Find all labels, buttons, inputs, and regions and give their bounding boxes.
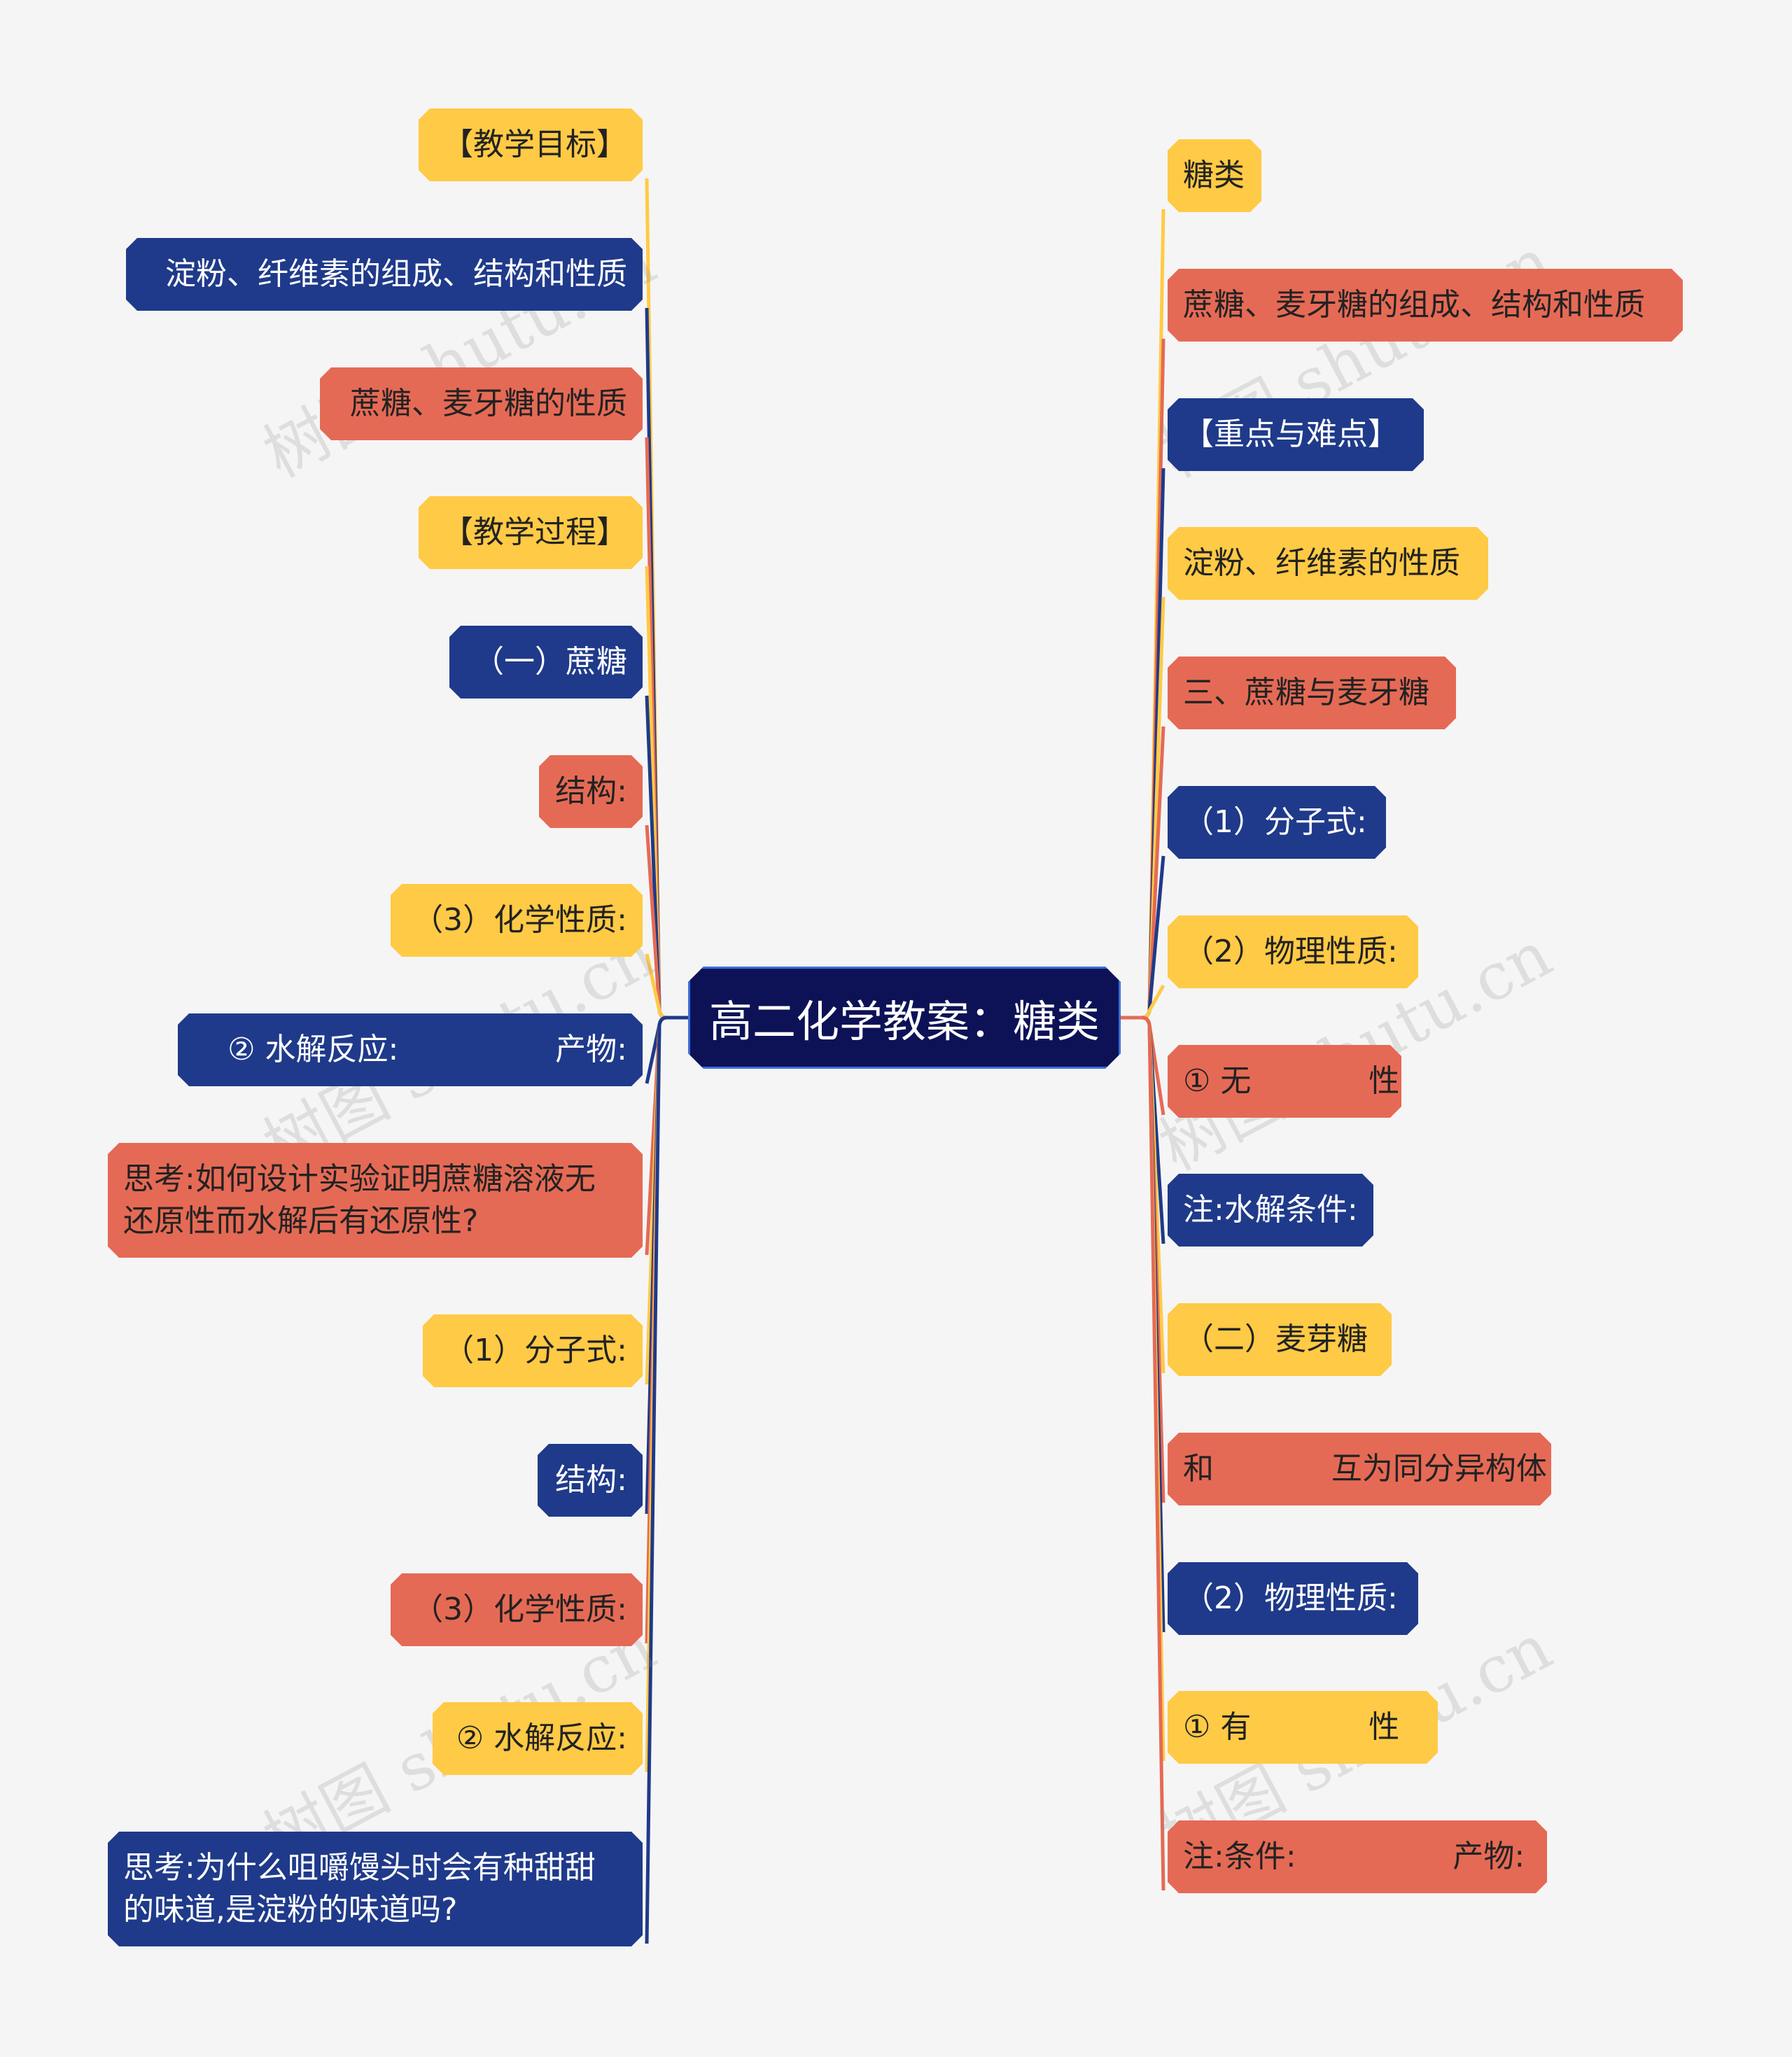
connector-line (645, 1016, 688, 1644)
connector-line (645, 953, 688, 1020)
right-branch-node[interactable]: （2）物理性质: (1168, 915, 1418, 988)
connector-line (1121, 1016, 1166, 1633)
right-branch-node[interactable]: ① 无 性 (1168, 1045, 1401, 1118)
connector-line (645, 1016, 688, 1773)
connector-line (1121, 468, 1166, 1020)
connector-line (645, 824, 688, 1020)
connector-line (1121, 1016, 1166, 1503)
left-branch-node[interactable]: 【教学目标】 (419, 108, 643, 181)
connector-line (1121, 1016, 1166, 1762)
connector-line (1121, 209, 1166, 1020)
connector-line (1121, 855, 1166, 1020)
left-branch-node[interactable]: （1）分子式: (423, 1314, 643, 1387)
connector-line (645, 437, 688, 1020)
right-branch-node[interactable]: 【重点与难点】 (1168, 398, 1424, 471)
connector-line (645, 695, 688, 1020)
connector-line (1121, 1016, 1166, 1374)
left-branch-node[interactable]: 蔗糖、麦牙糖的性质 (320, 367, 643, 440)
connector-line (645, 566, 688, 1020)
left-branch-node[interactable]: 结构: (539, 755, 643, 828)
connector-line (645, 1016, 688, 1385)
right-branch-node[interactable]: （二）麦芽糖 (1168, 1303, 1392, 1376)
right-branch-node[interactable]: 糖类 (1168, 139, 1261, 212)
connector-line (1121, 1016, 1166, 1244)
right-branch-node[interactable]: 淀粉、纤维素的性质 (1168, 527, 1488, 600)
connector-line (1121, 338, 1166, 1020)
left-branch-node[interactable]: （一）蔗糖 (449, 626, 643, 698)
connector-line (645, 1016, 688, 1084)
left-branch-node[interactable]: 思考:如何设计实验证明蔗糖溶液无 还原性而水解后有还原性? (108, 1143, 643, 1258)
connector-line (1121, 984, 1166, 1020)
connector-line (645, 1016, 688, 1256)
left-branch-node[interactable]: （3）化学性质: (391, 1573, 643, 1646)
left-branch-node[interactable]: （3）化学性质: (391, 884, 643, 957)
right-branch-node[interactable]: ① 有 性 (1168, 1691, 1438, 1764)
left-branch-node[interactable]: 思考:为什么咀嚼馒头时会有种甜甜 的味道,是淀粉的味道吗? (108, 1832, 643, 1946)
connector-line (645, 307, 688, 1020)
left-branch-node[interactable]: ② 水解反应: (433, 1702, 643, 1775)
left-branch-node[interactable]: 淀粉、纤维素的组成、结构和性质 (126, 238, 643, 311)
connector-line (645, 178, 688, 1020)
connector-line (645, 1016, 688, 1944)
connector-line (645, 1016, 688, 1515)
left-branch-node[interactable]: ② 水解反应: 产物: (178, 1013, 643, 1086)
right-branch-node[interactable]: 注:条件: 产物: (1168, 1820, 1547, 1893)
connector-line (1121, 726, 1166, 1020)
connector-line (1121, 596, 1166, 1020)
right-branch-node[interactable]: （2）物理性质: (1168, 1562, 1418, 1635)
left-branch-node[interactable]: 结构: (538, 1444, 643, 1517)
right-branch-node[interactable]: （1）分子式: (1168, 786, 1386, 859)
connector-line (1121, 1016, 1166, 1891)
right-branch-node[interactable]: 和 互为同分异构体 (1168, 1433, 1551, 1505)
connector-line (1121, 1016, 1166, 1116)
right-branch-node[interactable]: 蔗糖、麦牙糖的组成、结构和性质 (1168, 269, 1683, 342)
root-topic[interactable]: 高二化学教案：糖类 (688, 967, 1121, 1069)
left-branch-node[interactable]: 【教学过程】 (419, 496, 643, 569)
right-branch-node[interactable]: 注:水解条件: (1168, 1174, 1373, 1247)
right-branch-node[interactable]: 三、蔗糖与麦牙糖 (1168, 657, 1456, 729)
